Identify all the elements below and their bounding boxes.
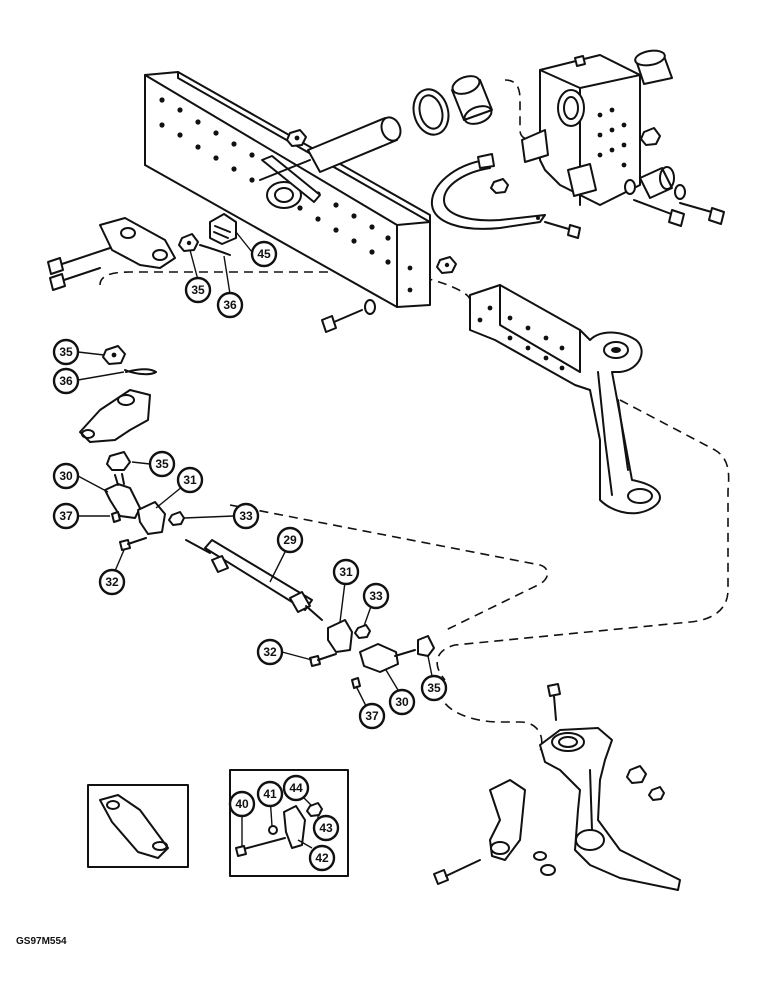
callout-36: 36	[216, 291, 244, 319]
callout-33: 33	[362, 582, 390, 610]
diagram-id: GS97M554	[16, 936, 67, 947]
callout-42: 42	[308, 844, 336, 872]
bolt-knuckle-top	[547, 683, 561, 721]
bolt-knuckle-bottom	[433, 859, 481, 885]
dust-seal-34-left	[106, 451, 131, 471]
nut-beam-end	[436, 256, 457, 274]
callout-label: 44	[289, 781, 303, 795]
nut-knuckle-2	[648, 786, 665, 801]
callout-label: 35	[155, 457, 169, 471]
bolts-right	[633, 199, 725, 227]
callout-label: 36	[223, 298, 237, 312]
callout-label: 35	[191, 283, 205, 297]
nut-33-left	[168, 511, 185, 526]
steering-arm	[79, 389, 151, 443]
bushing-right	[634, 49, 673, 85]
bolt-32-left	[119, 537, 147, 551]
callout-36: 36	[52, 367, 80, 395]
grease-fitting-37-right	[351, 677, 361, 689]
bushing-left	[451, 75, 493, 125]
callout-32: 32	[256, 638, 284, 666]
callout-label: 33	[239, 509, 253, 523]
callout-35: 35	[52, 338, 80, 366]
callout-label: 31	[339, 565, 353, 579]
callout-43: 43	[312, 814, 340, 842]
clamp-31-right	[327, 619, 353, 653]
grease-fitting-37-left	[111, 511, 121, 523]
cotter-pin-36-left	[124, 368, 157, 376]
dust-seal-34-right	[417, 635, 435, 657]
callout-30: 30	[388, 688, 416, 716]
callout-40: 40	[228, 790, 256, 818]
tie-rod-29	[185, 539, 323, 621]
inset-box-left	[87, 784, 189, 868]
spacer-tube	[639, 166, 675, 199]
nut-35-left	[102, 345, 126, 365]
clamp-31-left	[137, 501, 166, 535]
nut-33-right	[354, 624, 371, 639]
callout-label: 35	[427, 681, 441, 695]
callout-45: 45	[250, 240, 278, 268]
callout-label: 32	[105, 575, 119, 589]
callout-37: 37	[358, 702, 386, 730]
u-strap-clamp	[430, 153, 546, 230]
callout-34: 35	[148, 450, 176, 478]
callout-41: 41	[256, 780, 284, 808]
bolt-32-right	[309, 653, 337, 667]
callout-label: 33	[369, 589, 383, 603]
tie-rod-end-30-right	[359, 643, 416, 673]
callout-label: 42	[315, 851, 329, 865]
callout-label: 43	[319, 821, 333, 835]
callout-label: 45	[257, 247, 271, 261]
nut-bracket-right	[640, 127, 661, 146]
axle-beam	[144, 71, 431, 308]
callout-label: 37	[59, 509, 73, 523]
callout-label: 30	[59, 469, 73, 483]
leader-lines	[77, 231, 435, 849]
callout-label: 30	[395, 695, 409, 709]
washers-bottom	[533, 851, 556, 876]
support-bracket	[521, 54, 641, 206]
steering-knuckle	[539, 727, 681, 891]
pivot-link-bracket	[99, 217, 176, 269]
tie-rod-end-30-left	[104, 473, 141, 519]
callout-label: 32	[263, 645, 277, 659]
bolts-left	[47, 247, 111, 291]
callout-label: 36	[59, 374, 73, 388]
callout-29: 29	[276, 526, 304, 554]
callout-label: 40	[235, 797, 249, 811]
rubber-bumper-45	[209, 213, 237, 245]
cotter-pin-36-top	[199, 244, 231, 256]
beam-holes	[159, 97, 413, 293]
nut-knuckle	[626, 765, 647, 784]
callout-32: 32	[98, 568, 126, 596]
nut-35-top	[178, 233, 199, 252]
bolt-beam-bottom	[321, 299, 376, 333]
callout-34: 35	[420, 674, 448, 702]
callout-35: 35	[184, 276, 212, 304]
nut-top	[286, 129, 307, 147]
pivot-pin	[259, 116, 402, 181]
axle-extension	[469, 284, 661, 515]
callout-31: 31	[332, 558, 360, 586]
callout-33: 33	[232, 502, 260, 530]
callout-label: 37	[365, 709, 379, 723]
washer-right	[624, 179, 686, 200]
callout-31: 31	[176, 466, 204, 494]
steering-arm-lower	[489, 779, 526, 861]
callout-label: 41	[263, 787, 277, 801]
callout-label: 35	[59, 345, 73, 359]
callout-30: 30	[52, 462, 80, 490]
callout-label: 29	[283, 533, 297, 547]
nut-clamp	[490, 178, 509, 194]
callout-44: 44	[282, 774, 310, 802]
bolt-clamp	[544, 221, 581, 239]
thrust-washer	[412, 88, 450, 136]
callout-37: 37	[52, 502, 80, 530]
callout-label: 31	[183, 473, 197, 487]
